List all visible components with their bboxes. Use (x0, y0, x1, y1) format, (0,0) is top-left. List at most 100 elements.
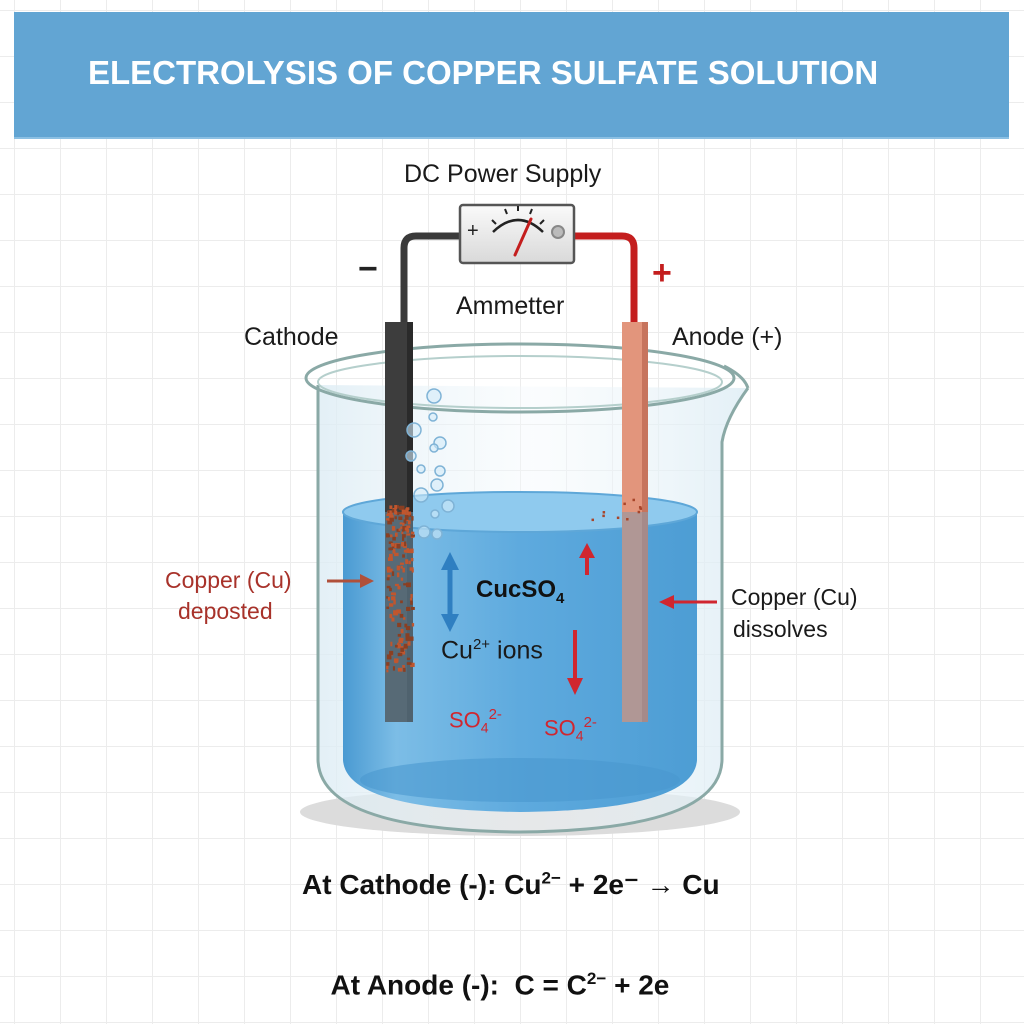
copper-particle (405, 507, 410, 510)
copper-particle (387, 519, 393, 525)
copper-particle (400, 650, 406, 655)
copper-particle (403, 643, 408, 649)
copper-deposited-line2: deposted (178, 598, 273, 624)
copper-particle (402, 617, 406, 620)
copper-dissolves-line1: Copper (Cu) (731, 584, 858, 610)
copper-particle (392, 548, 396, 554)
copper-particle (409, 598, 413, 601)
copper-deposit (386, 498, 643, 673)
anode-equation: At Anode (-): C = C2− + 2e (330, 969, 670, 1001)
gas-bubbles (405, 388, 455, 540)
copper-particle (397, 652, 403, 657)
copper-particle (397, 511, 403, 515)
copper-particle (393, 658, 399, 663)
bubble (429, 443, 439, 453)
copper-particle (406, 606, 411, 611)
copper-particle (396, 644, 401, 649)
bubble (406, 422, 422, 438)
formula-sub: 4 (556, 589, 565, 607)
copper-sulfate-solution (343, 512, 697, 812)
copper-particle (406, 525, 411, 529)
copper-particle (397, 633, 402, 637)
copper-particle (393, 510, 398, 515)
copper-particle (410, 557, 414, 562)
copper-particle (410, 531, 415, 535)
copper-particle (398, 506, 403, 510)
sulfate-ion-2: SO42- (544, 714, 597, 744)
copper-particle (591, 518, 595, 522)
copper-particle (402, 522, 405, 526)
copper-particle (391, 596, 396, 601)
copper-particle (387, 574, 391, 578)
copper-particle (406, 582, 411, 588)
copper-particle (602, 511, 606, 514)
copper-particle (411, 606, 415, 610)
copper-particle (406, 657, 411, 660)
copper-particle (402, 665, 405, 668)
bubble (441, 499, 455, 513)
copper-particle (410, 600, 413, 605)
copper-particle (389, 613, 393, 619)
copper-particle (398, 528, 401, 531)
copper-particle (389, 587, 392, 592)
copper-particle (405, 626, 411, 631)
bubble (428, 412, 438, 422)
solution-formula: CucSO4 (476, 576, 564, 607)
copper-particle (386, 662, 390, 666)
copper-particle (404, 623, 408, 628)
copper-particle (405, 636, 410, 641)
bubble (413, 487, 429, 503)
copper-particle (637, 510, 641, 514)
positive-wire (575, 232, 638, 322)
copper-particle (400, 577, 404, 581)
copper-particle (404, 527, 409, 531)
copper-particle (392, 666, 396, 671)
copper-particle (406, 548, 410, 553)
bubble (417, 525, 431, 539)
negative-wire (400, 232, 460, 322)
copper-particle (411, 623, 415, 627)
copper-particle (402, 554, 405, 558)
copper-particle (391, 526, 396, 531)
negative-terminal-icon: − (358, 250, 378, 288)
copper-particle (410, 534, 415, 537)
copper-particle (389, 505, 393, 509)
copper-particle (397, 585, 401, 590)
copper-particle (409, 567, 414, 571)
copper-particle (396, 543, 401, 549)
cathode-label: Cathode (244, 323, 339, 351)
copper-particle (409, 548, 414, 554)
copper-deposited-line1: Copper (Cu) (165, 567, 292, 593)
copper-particle (392, 536, 396, 541)
copper-particle (638, 506, 642, 509)
anode-label: Anode (+) (672, 323, 783, 351)
copper-particle (632, 498, 635, 502)
copper-particle (400, 647, 404, 652)
bubble (434, 465, 446, 477)
copper-particle (386, 513, 391, 516)
meter-plus-icon: + (467, 220, 479, 242)
copper-particle (401, 509, 407, 515)
copper-particle (406, 528, 410, 533)
copper-particle (403, 667, 406, 672)
sulfate-ion-1: SO42- (449, 706, 502, 736)
copper-particle (402, 526, 407, 531)
copper-particle (386, 665, 389, 670)
copper-particle (404, 541, 407, 547)
copper-particle (402, 529, 405, 532)
copper-particle (602, 514, 605, 518)
copper-particle (399, 562, 404, 565)
copper-particle (386, 570, 391, 573)
cu-ion-label: Cu2+ ions (441, 636, 543, 665)
copper-particle (386, 518, 390, 521)
copper-particle (386, 566, 391, 571)
copper-particle (399, 637, 404, 642)
copper-particle (396, 572, 400, 578)
copper-particle (391, 542, 395, 547)
copper-particle (400, 600, 403, 604)
copper-particle (389, 511, 392, 516)
ammeter-needle (513, 217, 533, 257)
copper-particle (386, 533, 390, 538)
bubble (405, 450, 417, 462)
bubble (416, 464, 426, 474)
